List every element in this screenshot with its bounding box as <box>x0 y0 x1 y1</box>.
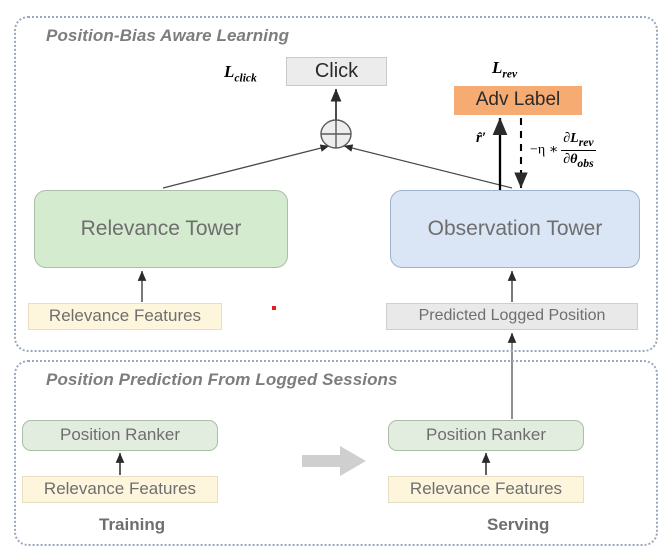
click-box: Click <box>286 57 387 86</box>
loss-rev-subscript: rev <box>502 67 518 81</box>
panel-title-bottom: Position Prediction From Logged Sessions <box>46 370 398 389</box>
panel-position-prediction <box>14 360 658 546</box>
gradient-update-label: −η ∗∂Lrev∂θobs <box>530 131 596 170</box>
adv-label-box: Adv Label <box>454 86 582 115</box>
relevance-features-top-box: Relevance Features <box>28 303 222 330</box>
caption-serving: Serving <box>487 515 550 534</box>
panel-title-top: Position-Bias Aware Learning <box>46 26 290 45</box>
loss-click-subscript: click <box>234 71 257 85</box>
gradient-numerator-base: ∂L <box>563 131 579 146</box>
observation-tower-box: Observation Tower <box>390 190 640 268</box>
gradient-fraction: ∂Lrev∂θobs <box>561 131 596 170</box>
gradient-denominator: ∂θobs <box>561 151 595 170</box>
position-ranker-training-box: Position Ranker <box>22 420 218 451</box>
position-ranker-serving-box: Position Ranker <box>388 420 584 451</box>
arrow-relevance-to-sum <box>162 144 330 189</box>
caption-training: Training <box>99 515 166 534</box>
loss-click-label: Lclick <box>224 62 257 84</box>
relevance-features-training-box: Relevance Features <box>22 476 218 503</box>
training-to-serving-flow-arrow <box>302 446 366 476</box>
loss-click-base: L <box>224 62 235 81</box>
loss-rev-label: Lrev <box>492 58 517 80</box>
predicted-logged-position-box: Predicted Logged Position <box>386 303 638 330</box>
gradient-numerator: ∂Lrev <box>561 131 596 151</box>
relevance-tower-box: Relevance Tower <box>34 190 288 268</box>
gradient-numerator-subscript: rev <box>578 135 594 149</box>
loss-rev-base: L <box>492 58 503 77</box>
relevance-features-serving-box: Relevance Features <box>388 476 584 503</box>
gradient-lead: −η ∗ <box>530 142 559 158</box>
gradient-denominator-base: ∂θ <box>563 151 578 167</box>
arrow-observation-to-sum <box>343 144 513 189</box>
sum-node-icon <box>320 119 352 149</box>
r-hat-prime-label: r̂′ <box>476 130 487 146</box>
gradient-denominator-subscript: obs <box>577 156 594 170</box>
panel-position-bias-aware-learning <box>14 16 658 352</box>
red-marker-dot <box>272 306 276 310</box>
